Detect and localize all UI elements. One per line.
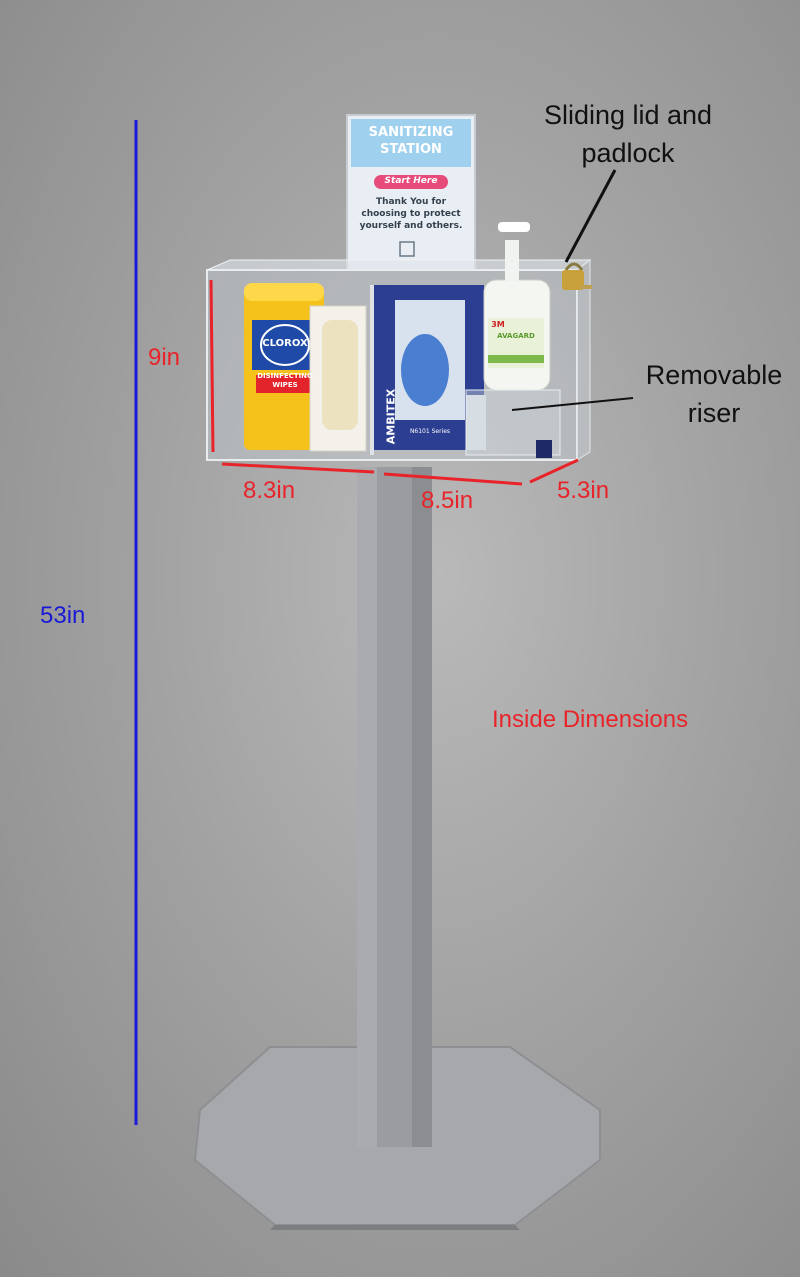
riser-callout-line1: Removable [645, 360, 783, 390]
removable-riser [465, 389, 561, 456]
height-box-label: 9in [148, 344, 181, 371]
width-left-label: 8.3in [243, 477, 296, 504]
wipes-line1: DISINFECTING [257, 372, 313, 380]
padlock [562, 262, 592, 290]
sanitizer-brand: 3M [491, 320, 505, 329]
lid-callout: Sliding lid and padlock [520, 96, 736, 172]
riser-callout: Removable riser [632, 356, 796, 432]
height-total-label: 53in [40, 602, 86, 629]
width-right-line [383, 472, 523, 486]
lid-callout-line1: Sliding lid and [543, 100, 713, 130]
sign-title-line1: SANITIZING [368, 125, 454, 140]
wipes-brand: CLOROX [262, 338, 308, 349]
width-left-line [221, 462, 375, 474]
lid-callout-leader [564, 169, 617, 263]
depth-label: 5.3in [557, 477, 610, 504]
wipes-label: DISINFECTING WIPES [252, 372, 318, 390]
width-right-label: 8.5in [421, 487, 474, 514]
sign-body-line2: choosing to protect [361, 209, 461, 219]
sanitizer-name: AVAGARD [497, 332, 535, 340]
riser-callout-line2: riser [687, 398, 741, 428]
depth-line [529, 458, 579, 484]
height-box-line [209, 279, 215, 453]
inside-dimensions-label: Inside Dimensions [492, 706, 689, 733]
glove-brand: AMBITEX [384, 388, 398, 445]
lid-callout-line2: padlock [581, 138, 675, 168]
sign-title-line2: STATION [380, 142, 442, 157]
acrylic-box [206, 222, 592, 461]
sign-body-line1: Thank You for [375, 197, 447, 207]
sign-badge: Start Here [384, 176, 438, 186]
glove-series: N6101 Series [409, 428, 451, 435]
riser-callout-leader [511, 397, 634, 411]
sign-body-line3: yourself and others. [359, 221, 463, 231]
wipes-line2: WIPES [272, 381, 298, 389]
sign-title: SANITIZING STATION [351, 124, 471, 158]
sign-body: Thank You for choosing to protect yourse… [351, 196, 471, 232]
